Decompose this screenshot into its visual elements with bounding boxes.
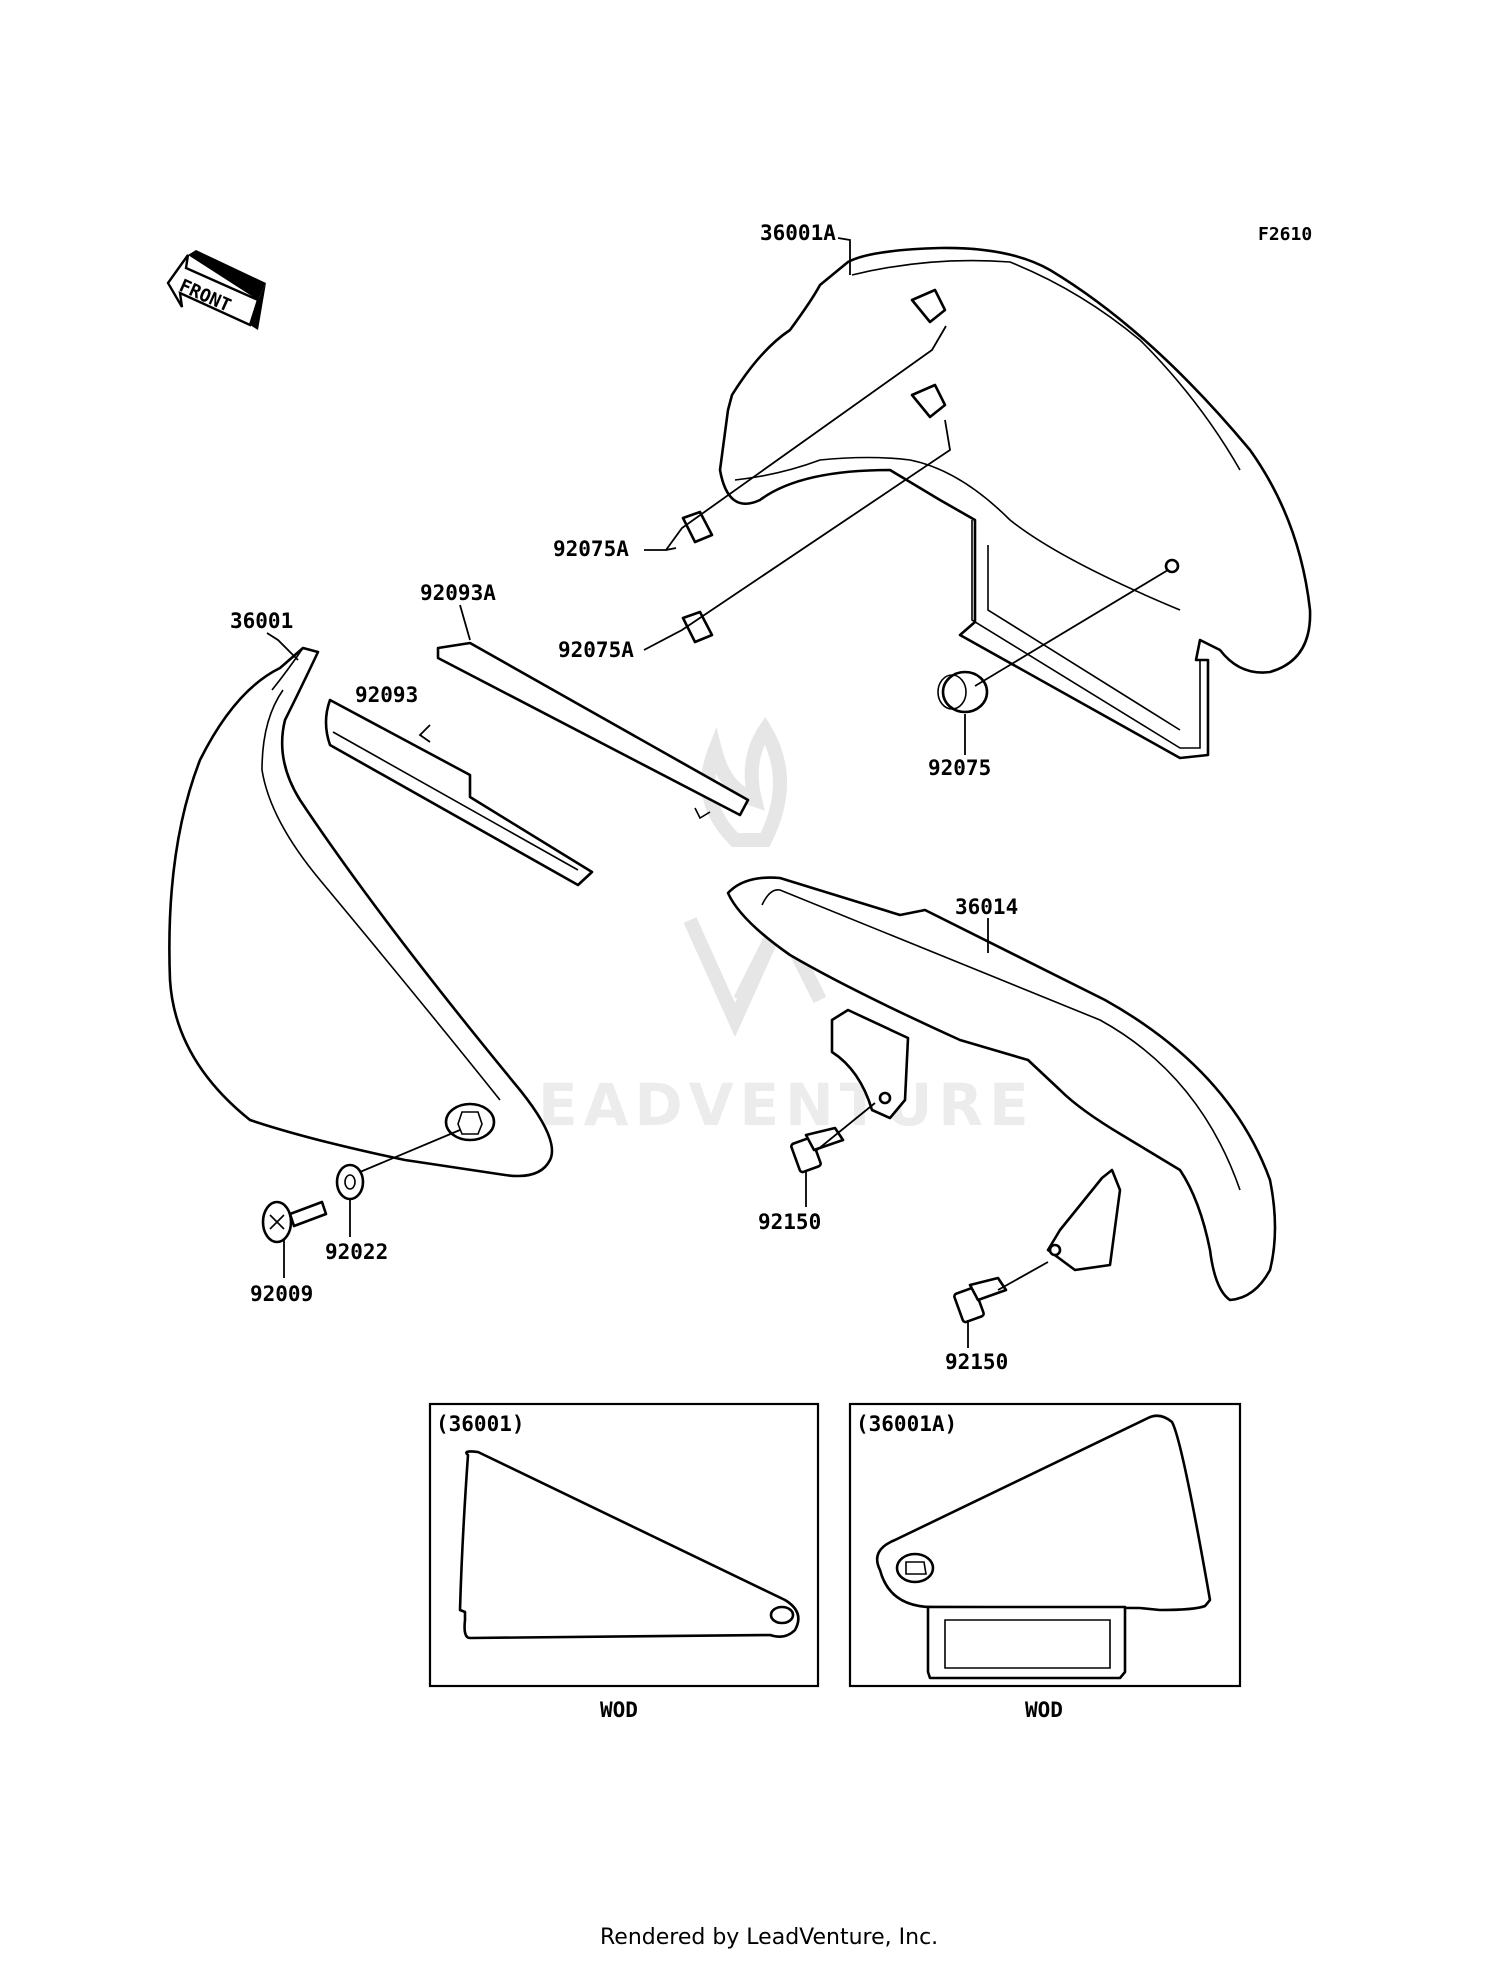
part-92150-bolt-2 [953, 1276, 1008, 1324]
label-92093: 92093 [355, 683, 418, 707]
inset-36001-title: (36001) [436, 1412, 525, 1436]
inset-36001: (36001) [428, 1402, 820, 1688]
label-92150-lower: 92150 [945, 1350, 1008, 1374]
label-92150-upper: 92150 [758, 1210, 821, 1234]
label-92075: 92075 [928, 756, 991, 780]
part-92022 [335, 1163, 365, 1201]
part-92009 [261, 1200, 328, 1244]
watermark-logo: LEADVENTURE [495, 716, 1035, 1139]
diagram-code: F2610 [1258, 224, 1312, 245]
inset-36001-caption: WOD [600, 1698, 638, 1722]
part-92150-bolt-1 [790, 1126, 845, 1174]
inset-36001A: (36001A) [848, 1402, 1242, 1688]
leader-lines [266, 237, 1169, 1348]
label-92093A: 92093A [420, 581, 496, 605]
part-92075A-clips [681, 510, 714, 644]
inset-36001A-title: (36001A) [856, 1412, 957, 1436]
part-36001A [718, 246, 1312, 760]
label-36001A: 36001A [760, 221, 836, 245]
watermark-text: LEADVENTURE [495, 1071, 1035, 1139]
part-92075 [937, 670, 989, 714]
front-arrow-icon: FRONT [166, 250, 266, 330]
part-92093A [436, 641, 750, 820]
label-92022: 92022 [325, 1240, 388, 1264]
label-92009: 92009 [250, 1282, 313, 1306]
footer-credit: Rendered by LeadVenture, Inc. [600, 1925, 938, 1950]
inset-36001A-caption: WOD [1025, 1698, 1063, 1722]
label-92075A-upper: 92075A [553, 537, 629, 561]
part-92093 [324, 698, 594, 887]
label-36014: 36014 [955, 895, 1018, 919]
label-36001: 36001 [230, 609, 293, 633]
part-36014 [726, 876, 1277, 1302]
label-92075A-lower: 92075A [558, 638, 634, 662]
